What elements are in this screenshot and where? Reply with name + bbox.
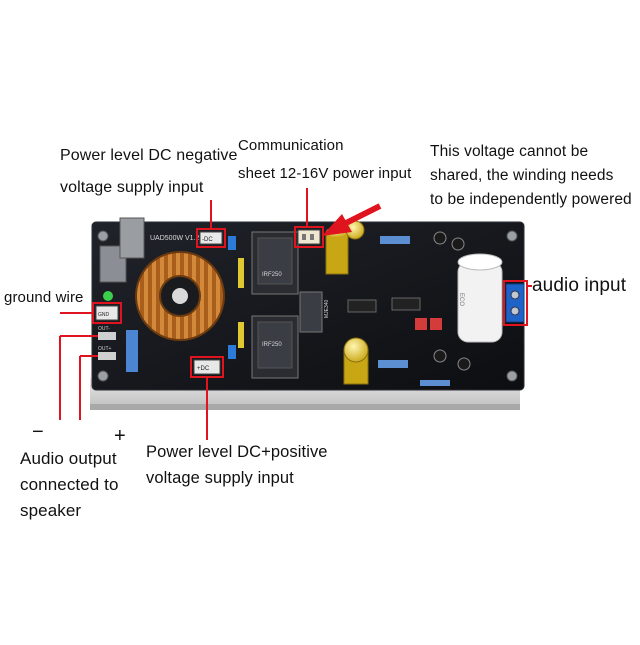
communication-connector — [297, 229, 321, 245]
dc-negative-label-line2: voltage supply input — [60, 179, 204, 196]
ground-wire-label: ground wire — [4, 289, 84, 306]
audio-output-line2: connected to — [20, 475, 119, 494]
voltage-warning-line3: to be independently powered — [430, 191, 632, 208]
small-components — [103, 231, 471, 386]
voltage-warning-line2: shared, the winding needs — [430, 167, 614, 184]
out-minus-text: OUT- — [98, 326, 110, 332]
voltage-warning-label: This voltage cannot be shared, the windi… — [430, 140, 632, 212]
capacitor-bottom — [343, 337, 369, 385]
power-resistors — [99, 217, 145, 283]
gnd-pad-text: GND — [98, 312, 110, 318]
communication-label-line1: Communication — [238, 137, 344, 154]
mosfet-bottom-text: IRF250 — [262, 342, 282, 348]
communication-label-line2: sheet 12-16V power input — [238, 165, 412, 182]
mosfet-top: IRF250 — [251, 231, 299, 295]
dc-negative-label: Power level DC negative voltage supply i… — [60, 144, 238, 200]
audio-output-line1: Audio output — [20, 449, 117, 468]
board-model-text: UAD500W V1.2 — [150, 235, 200, 242]
audio-output-label: Audio output connected to speaker — [20, 446, 119, 524]
toroid-inductor — [135, 251, 225, 341]
mosfet-top-text: IRF250 — [262, 272, 282, 278]
dc-positive-label: Power level DC+positive voltage supply i… — [146, 440, 328, 490]
transistor-text: MJE340 — [324, 299, 330, 318]
communication-label: Communication sheet 12-16V power input — [238, 134, 411, 186]
dc-positive-label-line1: Power level DC+positive — [146, 443, 328, 461]
input-transformer: ECO — [457, 253, 503, 343]
minus-sign-label: − — [32, 421, 44, 443]
out-plus-text: OUT+ — [98, 346, 112, 352]
audio-output-line3: speaker — [20, 501, 82, 520]
dc-negative-label-line1: Power level DC negative — [60, 147, 238, 164]
plus-sign-label: + — [114, 425, 126, 447]
dc-positive-text: +DC — [197, 366, 210, 372]
driver-transistor: MJE340 — [299, 291, 330, 333]
audio-input-terminal — [505, 283, 525, 323]
dc-negative-connector: -DC — [199, 231, 223, 245]
mosfet-bottom: IRF250 — [251, 315, 299, 379]
voltage-warning-line1: This voltage cannot be — [430, 143, 589, 160]
audio-input-label: audio input — [532, 275, 627, 296]
svg-text:ECO: ECO — [458, 293, 464, 306]
dc-negative-text: -DC — [202, 237, 213, 243]
dc-positive-connector: +DC — [193, 359, 221, 375]
dc-positive-label-line2: voltage supply input — [146, 469, 294, 487]
